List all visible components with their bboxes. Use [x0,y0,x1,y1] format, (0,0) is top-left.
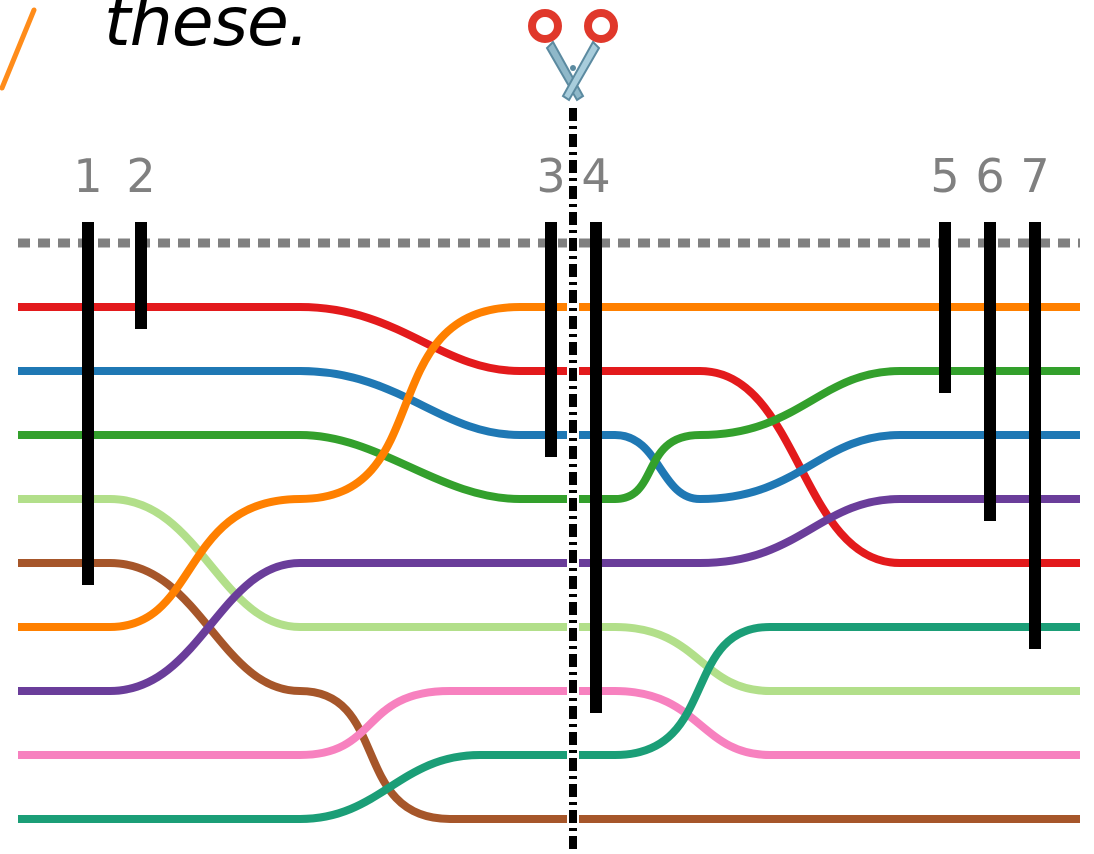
cut-bar-6 [984,222,996,521]
scissors-icon [528,9,618,102]
cut-label-6: 6 [975,149,1004,203]
accent-slash [0,7,37,91]
cut-label-3: 3 [536,149,565,203]
cut-bars [82,222,1041,713]
cut-labels: 1 2 3 4 5 6 7 [73,149,1049,203]
strand-teal [18,623,1080,823]
strand-purple [18,495,1080,695]
strand-orange [18,303,1080,631]
cut-label-2: 2 [126,149,155,203]
cut-label-7: 7 [1020,149,1049,203]
cut-bar-5 [939,222,951,393]
cut-bar-1 [82,222,94,585]
cut-bar-7 [1029,222,1041,649]
cut-bar-2 [135,222,147,329]
strand-pink [18,687,1080,759]
strand-light-green [18,495,1080,695]
cut-label-4: 4 [581,149,610,203]
cut-bar-4 [590,222,602,713]
cut-label-5: 5 [930,149,959,203]
cut-bar-3 [545,222,557,457]
strand-red [18,303,1080,567]
caption-text: these. [104,0,309,62]
cut-label-1: 1 [73,149,102,203]
strands [18,303,1080,823]
strand-green [18,367,1080,503]
